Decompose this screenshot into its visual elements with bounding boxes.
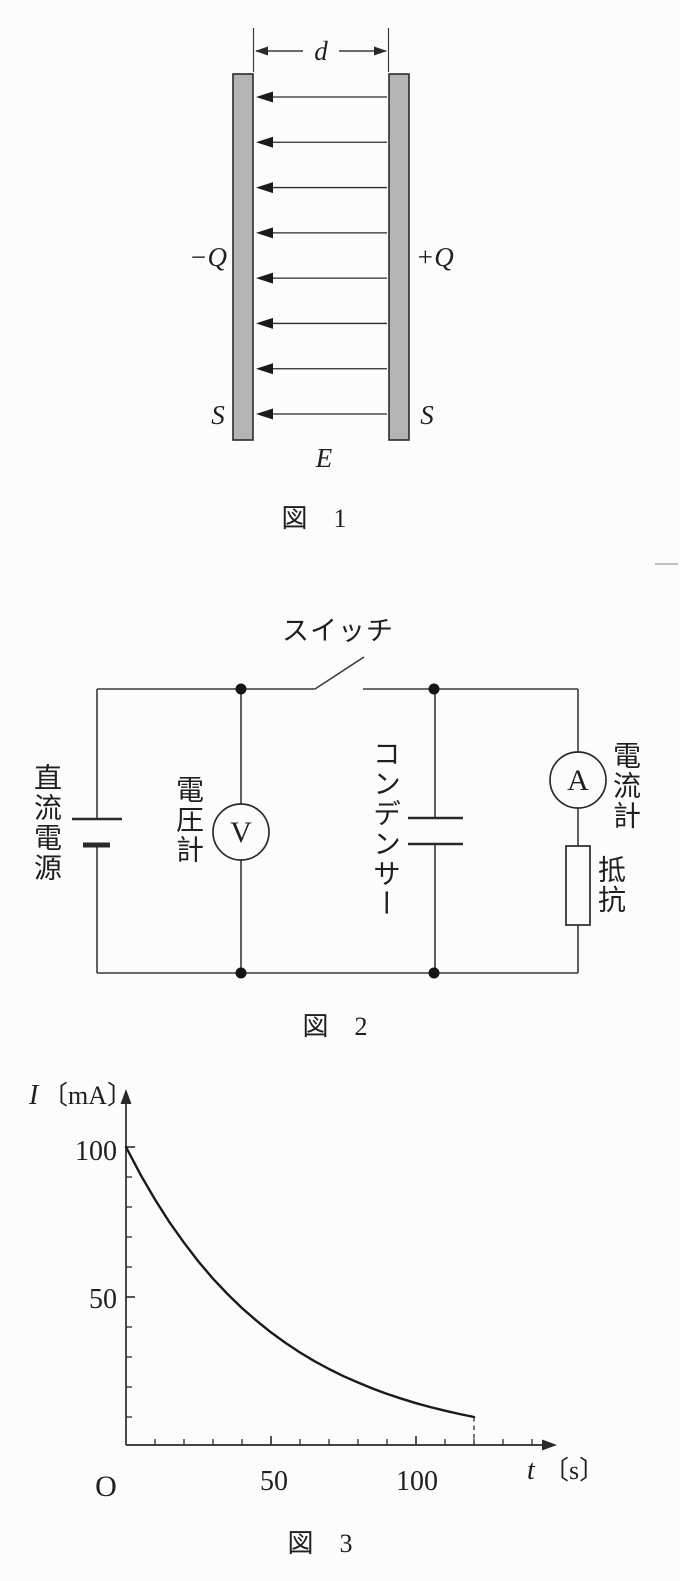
ammeter-letter: A xyxy=(567,764,589,797)
x-axis-arrow-icon xyxy=(542,1439,557,1451)
dc-power-supply-label: 直流電源 xyxy=(30,763,61,883)
ammeter-label: 電流計 xyxy=(609,741,640,831)
field-arrow-head-icon xyxy=(256,317,273,329)
voltmeter-label: 電圧計 xyxy=(172,775,203,865)
x-axis-unit: 〔s〕 xyxy=(543,1456,605,1485)
ammeter-symbol xyxy=(549,751,607,809)
voltmeter-symbol xyxy=(212,803,270,861)
dimension-extension-lines xyxy=(252,28,390,72)
figure2-circuit-diagram: V A 図 2 xyxy=(72,656,607,1041)
field-arrow-head-icon xyxy=(256,91,273,103)
switch-arm xyxy=(314,656,365,690)
right-plate xyxy=(388,73,410,441)
y-axis-variable: I xyxy=(28,1080,40,1111)
electric-field-arrows xyxy=(256,91,387,420)
switch-label: スイッチ xyxy=(282,616,394,646)
battery-symbol xyxy=(72,817,122,848)
scan-artifact-dash xyxy=(655,563,678,565)
y-tick-label-50: 50 xyxy=(89,1284,117,1315)
capacitor-label: コンデンサー xyxy=(369,739,400,919)
field-arrow-head-icon xyxy=(256,272,273,284)
voltmeter-letter: V xyxy=(230,816,252,849)
left-plate xyxy=(232,73,254,441)
axes xyxy=(125,1100,546,1446)
gap-distance-label: d xyxy=(314,36,328,66)
figure3-current-time-graph: I 〔mA〕 t 〔s〕 100 50 O 50 100 図 3 xyxy=(28,1080,605,1558)
figure1-caption: 図 1 xyxy=(281,504,346,533)
x-tick-label-50: 50 xyxy=(260,1466,288,1497)
field-arrow-head-icon xyxy=(256,227,273,239)
figure1-capacitor-diagram: d −Q +Q S S E 図 1 xyxy=(189,28,454,533)
figure2-caption: 図 2 xyxy=(302,1012,367,1041)
field-arrow-head-icon xyxy=(256,363,273,375)
dimension-arrow-left-icon xyxy=(255,46,268,56)
y-axis-unit: 〔mA〕 xyxy=(42,1081,133,1110)
dimension-arrow-right-icon xyxy=(374,46,387,56)
axis-ticks xyxy=(126,1146,533,1445)
y-axis-arrow-icon xyxy=(120,1089,132,1104)
x-tick-label-100: 100 xyxy=(396,1466,438,1497)
left-plate-area-label: S xyxy=(211,400,225,430)
origin-label: O xyxy=(95,1470,117,1503)
field-arrow-head-icon xyxy=(256,408,273,420)
gap-dimension: d xyxy=(255,36,387,66)
resistor-label: 抵抗 xyxy=(594,855,625,915)
right-plate-charge-label: +Q xyxy=(416,242,454,272)
field-arrow-head-icon xyxy=(256,136,273,148)
right-plate-area-label: S xyxy=(420,400,434,430)
x-axis-variable: t xyxy=(527,1455,536,1486)
y-tick-label-100: 100 xyxy=(75,1136,117,1167)
current-decay-curve xyxy=(124,1145,476,1419)
capacitor-symbol xyxy=(408,816,463,846)
circuit-wires xyxy=(96,656,579,974)
resistor-symbol xyxy=(565,845,591,926)
figure3-caption: 図 3 xyxy=(287,1529,352,1558)
field-arrow-head-icon xyxy=(256,182,273,194)
electric-field-label: E xyxy=(315,443,333,473)
left-plate-charge-label: −Q xyxy=(189,242,227,272)
junction-dots xyxy=(235,683,440,979)
